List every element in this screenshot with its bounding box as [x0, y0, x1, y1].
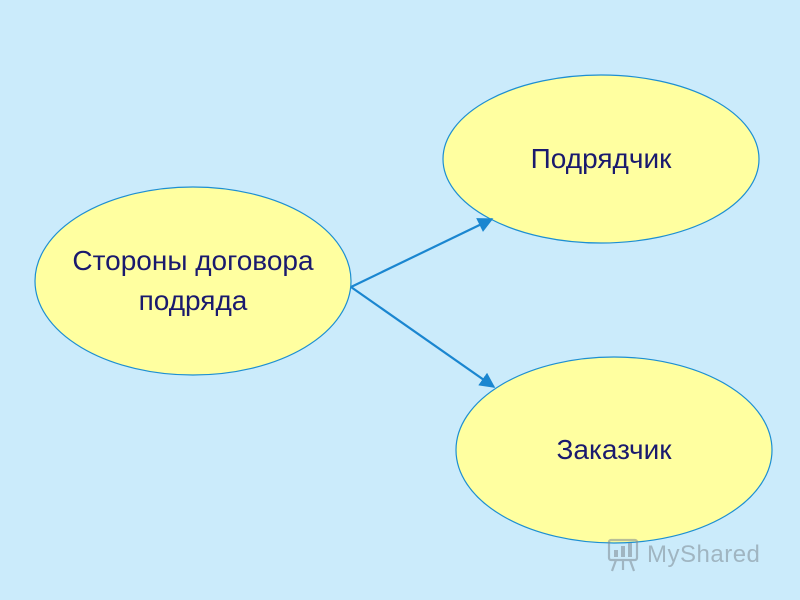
watermark-text: MyShared: [647, 541, 761, 568]
node-customer-shape: [455, 356, 773, 544]
node-contractor-shape: [442, 74, 760, 244]
node-root-label: Стороны договора подряда: [72, 245, 314, 316]
node-contractor-label: Подрядчик: [530, 143, 672, 174]
node-root-shape: [34, 186, 352, 376]
node-customer-label: Заказчик: [556, 434, 672, 465]
presentation-board-icon: [607, 538, 639, 572]
arrow-root-to-customer: [350, 286, 496, 388]
arrow-root-to-contractor: [350, 218, 494, 288]
watermark-logo: MyShared: [607, 536, 767, 574]
